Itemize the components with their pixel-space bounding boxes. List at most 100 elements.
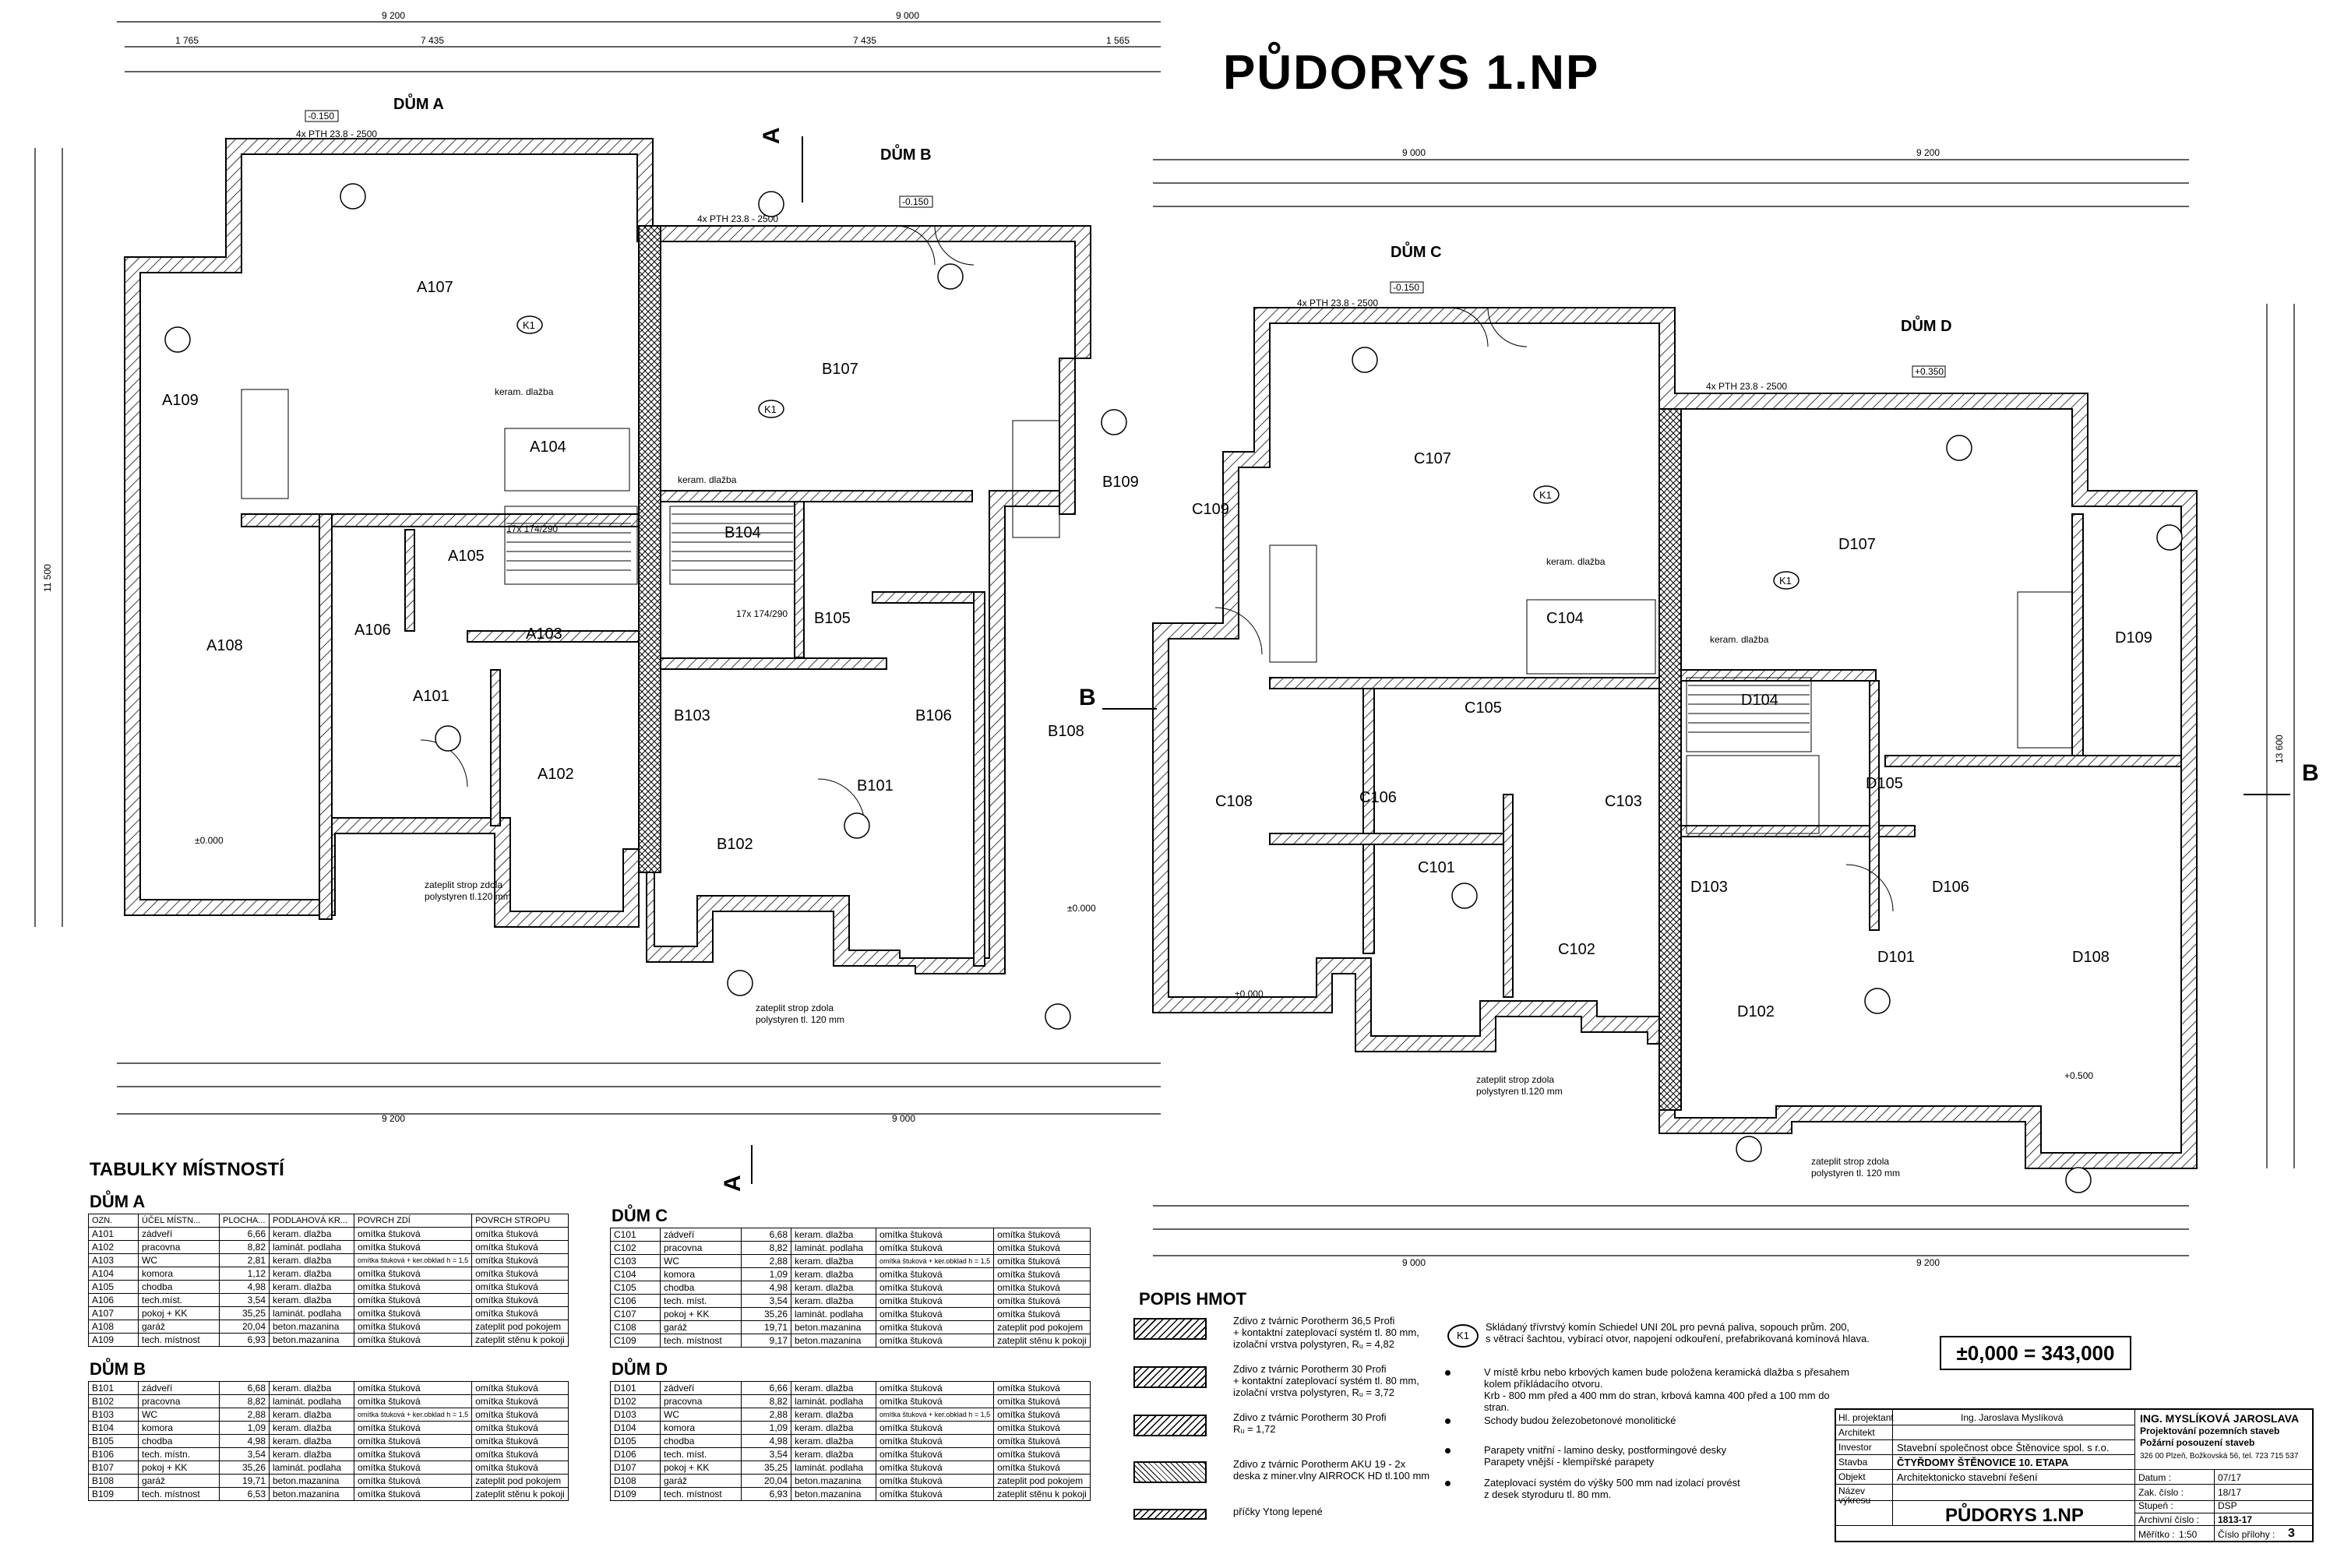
table-cell: keram. dlažba [269,1408,354,1422]
table-cell: 3,54 [219,1293,270,1307]
room-B109: B109 [1102,474,1139,491]
table-cell: zádveří [138,1381,220,1395]
table-cell: C109 [610,1334,661,1348]
table-cell: D107 [610,1461,661,1475]
tb-value: 3 [2288,1527,2295,1540]
table-cell: B108 [88,1474,139,1488]
table-cell: zateplit stěnu k pokoji [471,1487,569,1501]
tb-label: Investor [1838,1442,1872,1453]
note-lintel-b: 4x PTH 23.8 - 2500 [697,213,778,224]
room-B103: B103 [674,707,710,724]
section-markers [751,136,2290,1184]
table-cell: beton.mazanina [269,1333,354,1347]
note-dlazba-c: keram. dlažba [1546,556,1606,567]
dim-top-7435a: 7 435 [421,35,444,46]
note-insulation-b2: polystyren tl. 120 mm [756,1014,844,1025]
room-A103: A103 [526,625,562,643]
table-cell: zateplit pod pokojem [471,1320,569,1334]
room-D109: D109 [2115,629,2152,647]
section-mark-a-top: A [759,127,784,144]
table-cell: omítka štuková [993,1461,1091,1475]
table-cell: 20,04 [741,1474,791,1488]
table-cell: tech. místn. [138,1447,220,1461]
col-header: PODLAHOVÁ KR... [269,1214,354,1228]
table-cell: omítka štuková [471,1280,569,1294]
room-C108: C108 [1215,793,1253,810]
table-cell: zateplit stěnu k pokoji [471,1333,569,1347]
table-cell: omítka štuková [993,1294,1091,1308]
table-cell: keram. dlažba [269,1381,354,1395]
table-cell: omítka štuková [353,1474,473,1488]
col-header: ÚČEL MÍSTN... [138,1214,220,1228]
section-mark-a-bottom: A [720,1175,746,1192]
table-cell: omítka štuková [875,1394,995,1408]
partition-swatch [1133,1509,1207,1520]
house-label-c: DŮM C [1391,241,1442,261]
table-cell: 3,54 [741,1447,791,1461]
table-cell: A102 [88,1240,139,1254]
room-B102: B102 [717,836,753,853]
room-D107: D107 [1838,536,1876,553]
table-cell: omítka štuková [875,1447,995,1461]
table-cell: omítka štuková [353,1333,473,1347]
table-cell: 1,09 [741,1421,791,1435]
table-cell: omítka štuková [471,1306,569,1320]
table-cell: D101 [610,1381,661,1395]
table-cell: garáž [660,1320,742,1334]
table-cell: WC [138,1253,220,1267]
table-cell: omítka štuková [353,1240,473,1254]
chimney-k1-symbol: K1 [1447,1324,1479,1348]
tb-value: 07/17 [2218,1472,2242,1483]
table-cell: zádveří [660,1381,742,1395]
table-cell: beton.mazanina [269,1320,354,1334]
level-a: -0.150 [308,111,334,122]
table-cell: 1,12 [219,1267,270,1281]
level-b: -0.150 [902,196,929,207]
room-D106: D106 [1932,879,1969,896]
house-label-a: DŮM A [393,93,444,113]
table-cell: B105 [88,1434,139,1448]
table-cell: D108 [610,1474,661,1488]
level-garage-c: ±0.000 [1235,988,1264,999]
svg-text:K1: K1 [1779,575,1792,587]
table-cell: B103 [88,1408,139,1422]
col-header: POVRCH STROPU [471,1214,569,1228]
table-cell: omítka štuková + ker.obklad h = 1,5 [875,1408,995,1422]
drawing-title: PŮDORYS 1.NP [1223,46,1600,100]
table-cell: laminát. podlaha [791,1461,876,1475]
tb-firm: Požární posouzení staveb [2140,1437,2255,1448]
table-cell: keram. dlažba [791,1228,876,1242]
table-cell: B106 [88,1447,139,1461]
table-cell: keram. dlažba [791,1281,876,1295]
table-cell: beton.mazanina [269,1487,354,1501]
level-garage-d: +0.500 [2064,1070,2093,1081]
table-cell: 9,17 [741,1334,791,1348]
note-insulation-c: zateplit strop zdola [1476,1074,1554,1085]
table-cell: laminát. podlaha [791,1394,876,1408]
table-cell: omítka štuková [471,1381,569,1395]
tables-title: TABULKY MÍSTNOSTÍ [90,1159,284,1180]
room-A102: A102 [538,766,574,783]
table-cell: komora [660,1421,742,1435]
room-D104: D104 [1741,692,1778,709]
table-cell: keram. dlažba [269,1421,354,1435]
svg-text:K1: K1 [523,319,535,331]
table-cell: A103 [88,1253,139,1267]
table-cell: 19,71 [219,1474,270,1488]
table-cell: keram. dlažba [791,1447,876,1461]
tb-value: 1:50 [2179,1529,2198,1540]
room-D105: D105 [1866,775,1903,792]
table-cell: 1,09 [741,1267,791,1281]
tb-value: DSP [2218,1500,2237,1511]
room-C104: C104 [1546,610,1584,627]
table-cell: 6,53 [219,1487,270,1501]
note-dlazba-b: keram. dlažba [678,474,737,485]
table-cell: komora [138,1421,220,1435]
table-cell: 35,26 [741,1307,791,1321]
